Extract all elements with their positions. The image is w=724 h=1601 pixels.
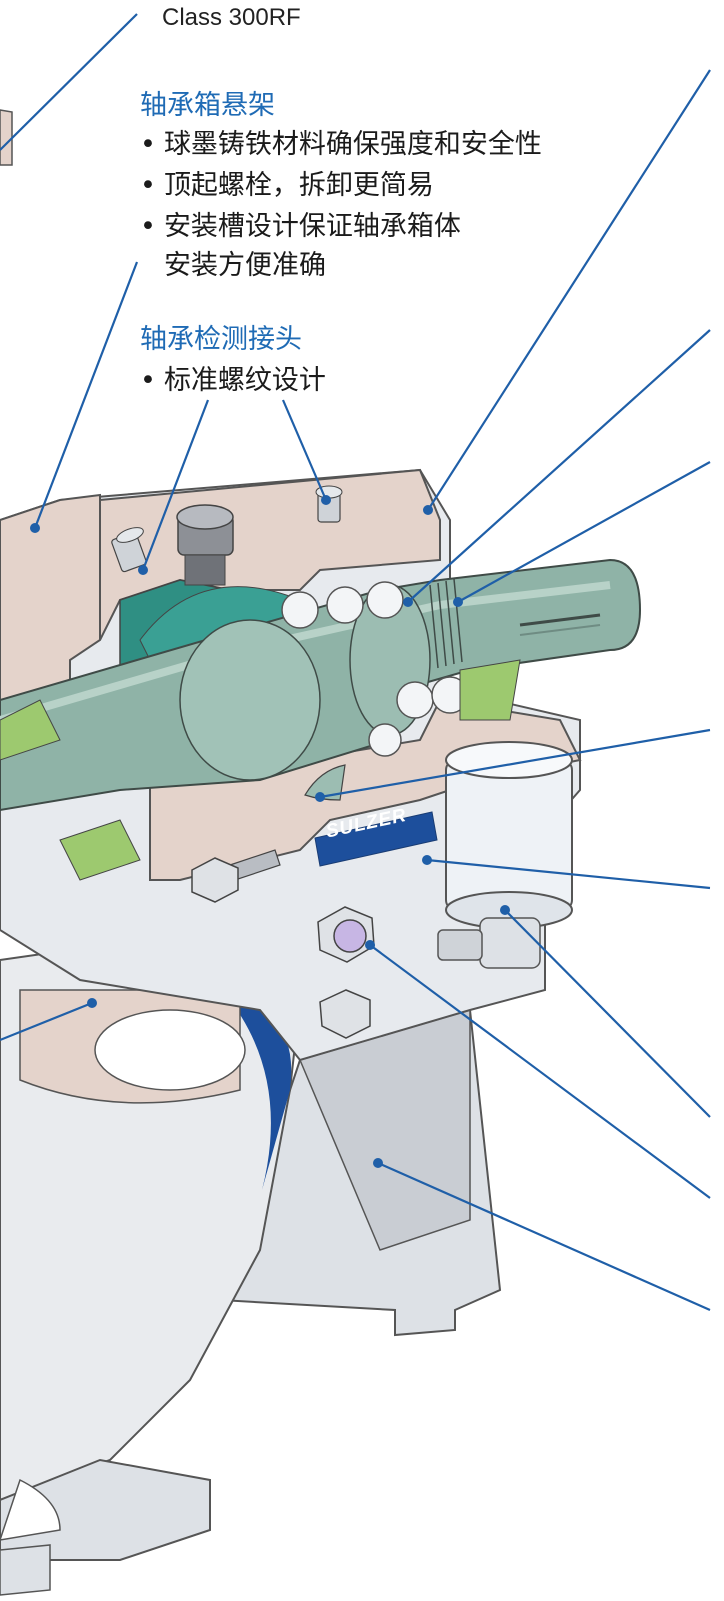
ball-bearings xyxy=(281,581,469,757)
bearing-sensor-bullet-1: 标准螺纹设计 xyxy=(140,358,326,397)
bearing-bracket-bullet-1: 球墨铸铁材料确保强度和安全性 xyxy=(140,122,542,161)
volute-casing xyxy=(0,948,302,1502)
drain-plug xyxy=(319,989,371,1039)
sensor-fitting-right xyxy=(315,485,343,523)
bearing-housing xyxy=(0,468,581,1062)
jacking-bolt xyxy=(191,849,281,903)
sulzer-logo: SULZER xyxy=(324,804,409,843)
constant-level-oiler xyxy=(437,741,573,969)
sensor-fitting-left xyxy=(111,527,147,573)
bearing-bracket-bullet-2: 顶起螺栓，拆卸更简易 xyxy=(140,163,434,202)
bearing-bracket-title: 轴承箱悬架 xyxy=(140,90,275,121)
flange-class-label: Class 300RF xyxy=(162,4,301,31)
pedestal xyxy=(218,1008,502,1337)
shaft xyxy=(0,558,642,812)
bearing-sensor-title: 轴承检测接头 xyxy=(140,324,302,355)
sight-glass xyxy=(317,906,375,963)
bearing-bracket-bullet-3-cont: 安装方便准确 xyxy=(164,250,326,281)
bearing-bracket-bullet-3: 安装槽设计保证轴承箱体 xyxy=(140,204,461,243)
